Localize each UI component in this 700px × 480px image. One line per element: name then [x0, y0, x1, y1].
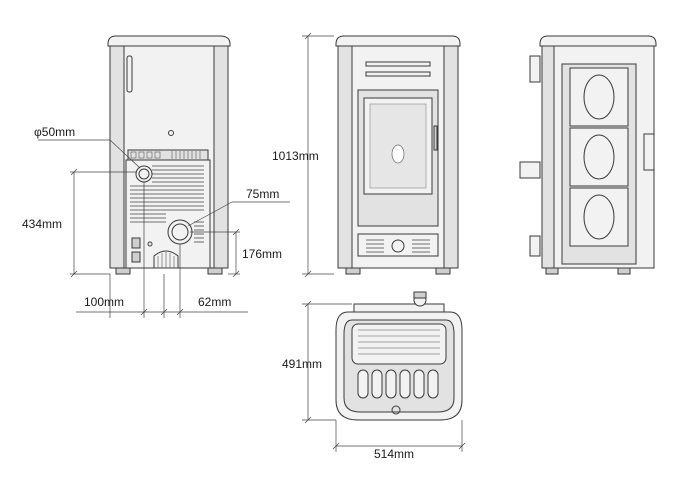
top-view [335, 291, 463, 421]
total-height-label: 1013mm [272, 149, 319, 163]
front-dimension-lines [302, 32, 334, 278]
top-dimension-lines [302, 300, 466, 452]
rear-dimension-lines [38, 139, 290, 318]
width-label: 514mm [374, 447, 414, 461]
depth-label: 491mm [282, 357, 322, 371]
flue-diameter-label: φ50mm [34, 125, 75, 139]
outlet-diameter-label: 75mm [246, 187, 279, 201]
side-view [519, 35, 657, 275]
back-height-label: 434mm [22, 217, 62, 231]
front-view [335, 35, 461, 275]
left-offset-label: 100mm [84, 295, 124, 309]
spacing-label: 62mm [198, 295, 231, 309]
outlet-height-label: 176mm [242, 247, 282, 261]
rear-view [107, 35, 231, 275]
